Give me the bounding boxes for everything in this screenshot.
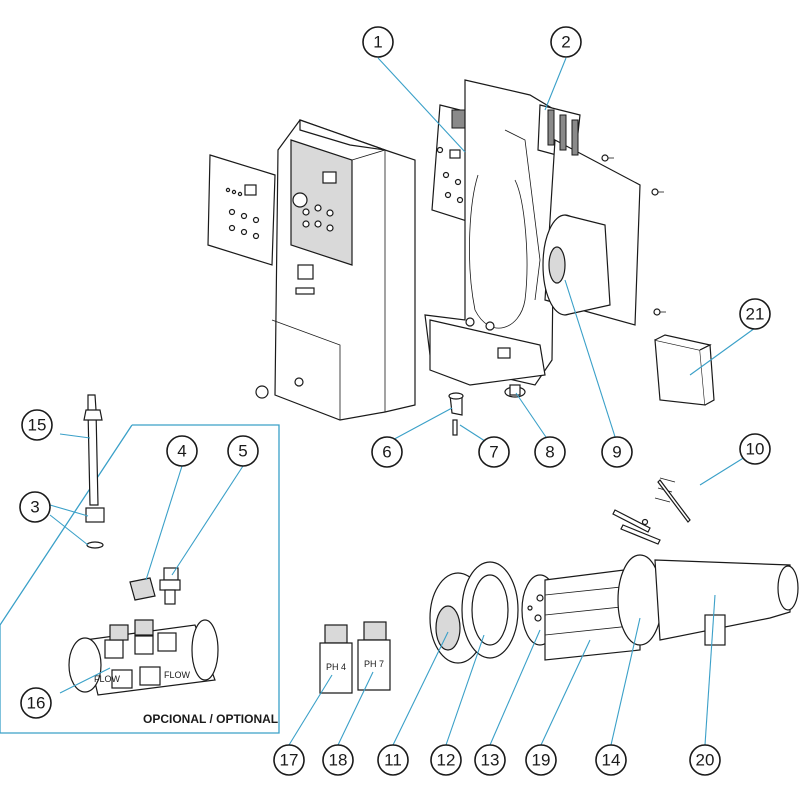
callout-label: 12 <box>437 751 456 770</box>
callout-15: 15 <box>21 409 53 441</box>
callout-label: 20 <box>696 751 715 770</box>
callout-label: 15 <box>28 416 47 435</box>
optional-frame <box>0 424 280 734</box>
callout-12: 12 <box>430 744 462 776</box>
electrode-pack <box>544 567 641 661</box>
cable-gland-8 <box>504 384 526 398</box>
callout-label: 4 <box>177 442 186 461</box>
callout-2: 2 <box>550 26 582 58</box>
callout-label: 9 <box>612 443 621 462</box>
callout-label: 1 <box>373 33 382 52</box>
callout-label: 10 <box>746 440 765 459</box>
callout-3: 3 <box>19 491 51 523</box>
callout-label: 6 <box>382 443 391 462</box>
callout-label: 14 <box>602 751 621 770</box>
callout-20: 20 <box>689 744 721 776</box>
callout-label: 11 <box>384 751 402 770</box>
front-label-sheet <box>207 154 276 266</box>
buffer-bottle-ph4: PH 4 <box>319 624 353 694</box>
callout-11: 11 <box>377 744 409 776</box>
flow-sensor <box>159 567 181 605</box>
cell-body <box>654 559 799 646</box>
callout-18: 18 <box>322 744 354 776</box>
callout-6: 6 <box>371 436 403 468</box>
callout-13: 13 <box>474 744 506 776</box>
callout-4: 4 <box>166 435 198 467</box>
leader-lines <box>49 57 756 746</box>
bracket-screws <box>601 154 666 316</box>
bottle-label-ph4: PH 4 <box>326 662 346 672</box>
spring-kit <box>612 477 691 545</box>
callout-label: 21 <box>746 305 765 324</box>
callout-label: 2 <box>561 33 570 52</box>
cell-nut <box>461 561 519 659</box>
callout-label: 3 <box>30 498 39 517</box>
callout-5: 5 <box>227 435 259 467</box>
callout-19: 19 <box>525 744 557 776</box>
callout-label: 5 <box>238 442 247 461</box>
front-housing <box>255 119 416 421</box>
flow-arrow-label-left: FLOW <box>94 674 121 684</box>
callout-9: 9 <box>601 436 633 468</box>
callout-label: 17 <box>280 751 299 770</box>
buffer-bottle-ph7: PH 7 <box>357 621 391 691</box>
callout-14: 14 <box>595 744 627 776</box>
rear-housing <box>424 79 556 386</box>
cable-gland-6 <box>448 392 464 416</box>
callout-21: 21 <box>739 298 771 330</box>
bottle-label-ph7: PH 7 <box>364 659 384 669</box>
callout-label: 8 <box>545 443 554 462</box>
callout-label: 19 <box>532 751 551 770</box>
callout-16: 16 <box>20 687 52 719</box>
screw-7 <box>452 419 458 436</box>
sensor-cap <box>129 577 156 601</box>
pipe-manifold: FLOW FLOW <box>68 619 219 696</box>
callout-label: 18 <box>329 751 348 770</box>
ph-electrode <box>83 394 105 549</box>
callout-8: 8 <box>534 436 566 468</box>
transformer <box>542 214 611 316</box>
optional-label: OPCIONAL / OPTIONAL <box>143 712 278 726</box>
callout-7: 7 <box>478 436 510 468</box>
callout-label: 7 <box>489 443 498 462</box>
junction-box <box>654 334 715 406</box>
callout-10: 10 <box>739 433 771 465</box>
callout-label: 16 <box>27 694 46 713</box>
flow-arrow-label-right: FLOW <box>164 670 191 680</box>
callout-label: 13 <box>481 751 500 770</box>
callout-17: 17 <box>273 744 305 776</box>
callout-1: 1 <box>362 26 394 58</box>
